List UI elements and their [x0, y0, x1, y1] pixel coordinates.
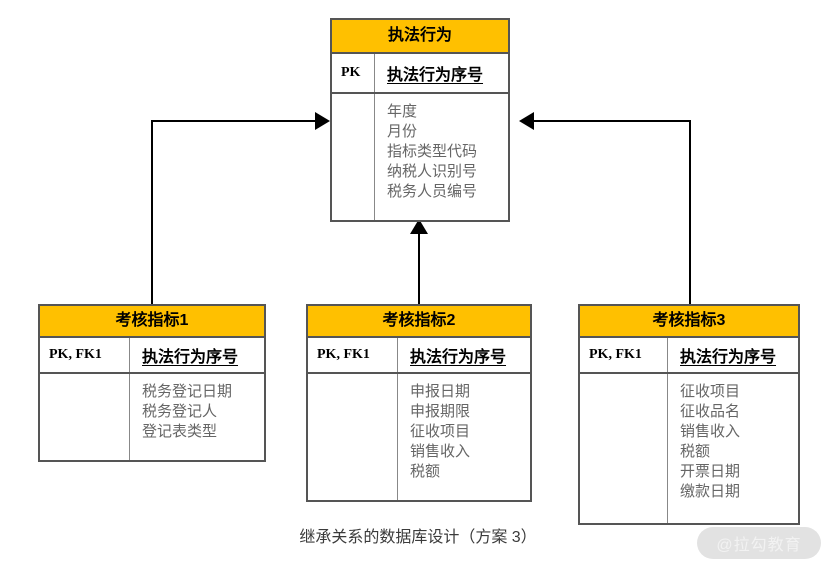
attribute-item: 征收项目: [410, 423, 471, 440]
arrow-child2-to-parent: [410, 219, 428, 234]
attribute-item: 征收品名: [680, 403, 741, 420]
connector-child1-vertical: [151, 120, 153, 304]
attribute-item: 税务人员编号: [387, 183, 478, 200]
attribute-item: 开票日期: [680, 463, 741, 480]
attribute-item: 征收项目: [680, 383, 741, 400]
entity-attr-spacer: [308, 374, 398, 500]
entity-key-field: 执法行为序号: [375, 54, 483, 92]
diagram-caption: 继承关系的数据库设计（方案 3）: [299, 529, 537, 546]
entity-header-title: 执法行为: [332, 20, 508, 54]
connector-child3-vertical: [689, 120, 691, 304]
entity-key-row: PK 执法行为序号: [332, 54, 508, 94]
attribute-item: 缴款日期: [680, 483, 741, 500]
entity-key-field: 执法行为序号: [668, 338, 776, 372]
connector-child3-horizontal: [534, 120, 691, 122]
entity-key-field: 执法行为序号: [130, 338, 238, 372]
attribute-item: 销售收入: [410, 443, 471, 460]
arrow-child3-to-parent: [519, 112, 534, 130]
entity-attr-spacer: [332, 94, 375, 220]
entity-attribute-row: 申报日期 申报期限 征收项目 销售收入 税额: [308, 374, 530, 500]
entity-attribute-list: 征收项目 征收品名 销售收入 税额 开票日期 缴款日期: [668, 374, 740, 523]
entity-attribute-row: 年度 月份 指标类型代码 纳税人识别号 税务人员编号: [332, 94, 508, 220]
entity-key-label: PK, FK1: [40, 338, 130, 372]
attribute-item: 税额: [410, 463, 441, 480]
arrow-child1-to-parent: [315, 112, 330, 130]
entity-attribute-row: 征收项目 征收品名 销售收入 税额 开票日期 缴款日期: [580, 374, 798, 523]
entity-attribute-row: 税务登记日期 税务登记人 登记表类型: [40, 374, 264, 460]
attribute-item: 登记表类型: [142, 423, 218, 440]
connector-child1-horizontal: [151, 120, 318, 122]
entity-header-title: 考核指标3: [580, 306, 798, 338]
attribute-item: 申报日期: [410, 383, 471, 400]
attribute-item: 年度: [387, 103, 418, 120]
entity-key-row: PK, FK1 执法行为序号: [40, 338, 264, 374]
entity-key-field-text: 执法行为序号: [387, 67, 484, 84]
entity-child2-考核指标2[interactable]: 考核指标2 PK, FK1 执法行为序号 申报日期 申报期限 征收项目 销售收入…: [306, 304, 532, 502]
entity-attribute-list: 税务登记日期 税务登记人 登记表类型: [130, 374, 232, 460]
entity-key-label: PK, FK1: [580, 338, 668, 372]
entity-key-label: PK: [332, 54, 375, 92]
attribute-item: 月份: [387, 123, 418, 140]
attribute-item: 销售收入: [680, 423, 741, 440]
entity-attribute-list: 年度 月份 指标类型代码 纳税人识别号 税务人员编号: [375, 94, 477, 220]
entity-key-row: PK, FK1 执法行为序号: [580, 338, 798, 374]
attribute-item: 税务登记日期: [142, 383, 233, 400]
entity-attribute-list: 申报日期 申报期限 征收项目 销售收入 税额: [398, 374, 470, 500]
entity-key-label: PK, FK1: [308, 338, 398, 372]
entity-child3-考核指标3[interactable]: 考核指标3 PK, FK1 执法行为序号 征收项目 征收品名 销售收入 税额 开…: [578, 304, 800, 525]
attribute-item: 指标类型代码: [387, 143, 478, 160]
entity-key-field-text: 执法行为序号: [142, 349, 239, 366]
attribute-item: 纳税人识别号: [387, 163, 478, 180]
entity-attr-spacer: [40, 374, 130, 460]
attribute-item: 税额: [680, 443, 711, 460]
entity-attr-spacer: [580, 374, 668, 523]
entity-header-title: 考核指标1: [40, 306, 264, 338]
entity-key-field: 执法行为序号: [398, 338, 506, 372]
entity-parent-执法行为[interactable]: 执法行为 PK 执法行为序号 年度 月份 指标类型代码 纳税人识别号 税务人员编…: [330, 18, 510, 222]
entity-key-row: PK, FK1 执法行为序号: [308, 338, 530, 374]
entity-key-field-text: 执法行为序号: [410, 349, 507, 366]
entity-header-title: 考核指标2: [308, 306, 530, 338]
watermark-badge: @拉勾教育: [697, 527, 821, 559]
entity-key-field-text: 执法行为序号: [680, 349, 777, 366]
attribute-item: 税务登记人: [142, 403, 218, 420]
entity-child1-考核指标1[interactable]: 考核指标1 PK, FK1 执法行为序号 税务登记日期 税务登记人 登记表类型: [38, 304, 266, 462]
attribute-item: 申报期限: [410, 403, 471, 420]
connector-child2-vertical: [418, 230, 420, 304]
